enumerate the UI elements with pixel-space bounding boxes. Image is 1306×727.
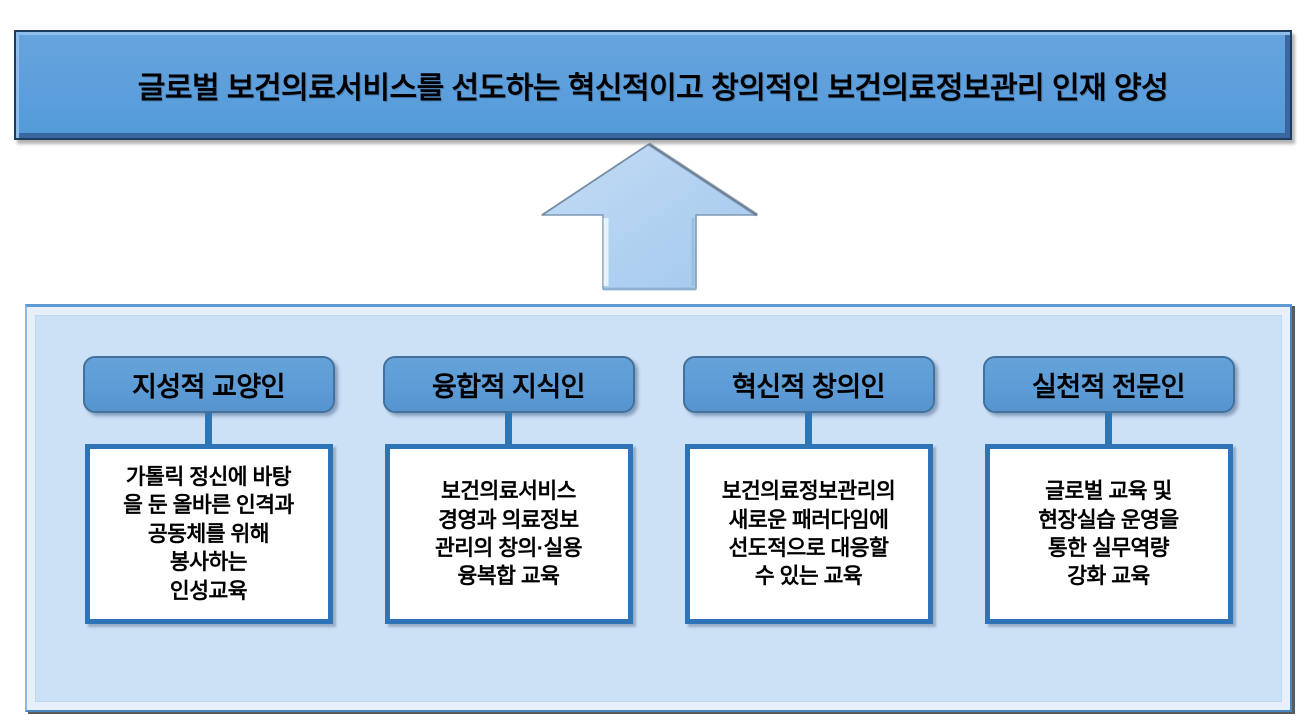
up-arrow-icon [541, 142, 758, 291]
connector-line [805, 413, 812, 444]
pillar-columns: 지성적 교양인 가톨릭 정신에 바탕 을 둔 올바른 인격과 공동체를 위해 봉… [27, 307, 1290, 624]
pillar-column-2: 융합적 지식인 보건의료서비스 경영과 의료정보 관리의 창의·실용 융복합 교… [382, 356, 635, 624]
pillar-title-box: 융합적 지식인 [382, 356, 635, 413]
pillar-column-4: 실천적 전문인 글로벌 교육 및 현장실습 운영을 통한 실무역량 강화 교육 [982, 356, 1235, 624]
pillar-title-box: 지성적 교양인 [82, 356, 335, 413]
connector-line [505, 413, 512, 444]
pillar-title-box: 실천적 전문인 [982, 356, 1235, 413]
pillar-description-box: 보건의료서비스 경영과 의료정보 관리의 창의·실용 융복합 교육 [384, 444, 633, 624]
vision-banner-text: 글로벌 보건의료서비스를 선도하는 혁신적이고 창의적인 보건의료정보관리 인재… [137, 72, 1169, 105]
pillar-title-box: 혁신적 창의인 [682, 356, 935, 413]
pillar-description-box: 글로벌 교육 및 현장실습 운영을 통한 실무역량 강화 교육 [984, 444, 1233, 624]
vision-banner: 글로벌 보건의료서비스를 선도하는 혁신적이고 창의적인 보건의료정보관리 인재… [14, 30, 1292, 140]
connector-line [1105, 413, 1112, 444]
connector-line [205, 413, 212, 444]
pillars-panel: 지성적 교양인 가톨릭 정신에 바탕 을 둔 올바른 인격과 공동체를 위해 봉… [25, 304, 1292, 712]
pillar-description-box: 보건의료정보관리의 새로운 패러다임에 선도적으로 대응할 수 있는 교육 [684, 444, 933, 624]
pillar-description-box: 가톨릭 정신에 바탕 을 둔 올바른 인격과 공동체를 위해 봉사하는 인성교육 [84, 444, 333, 624]
pillar-column-3: 혁신적 창의인 보건의료정보관리의 새로운 패러다임에 선도적으로 대응할 수 … [682, 356, 935, 624]
pillar-column-1: 지성적 교양인 가톨릭 정신에 바탕 을 둔 올바른 인격과 공동체를 위해 봉… [82, 356, 335, 624]
